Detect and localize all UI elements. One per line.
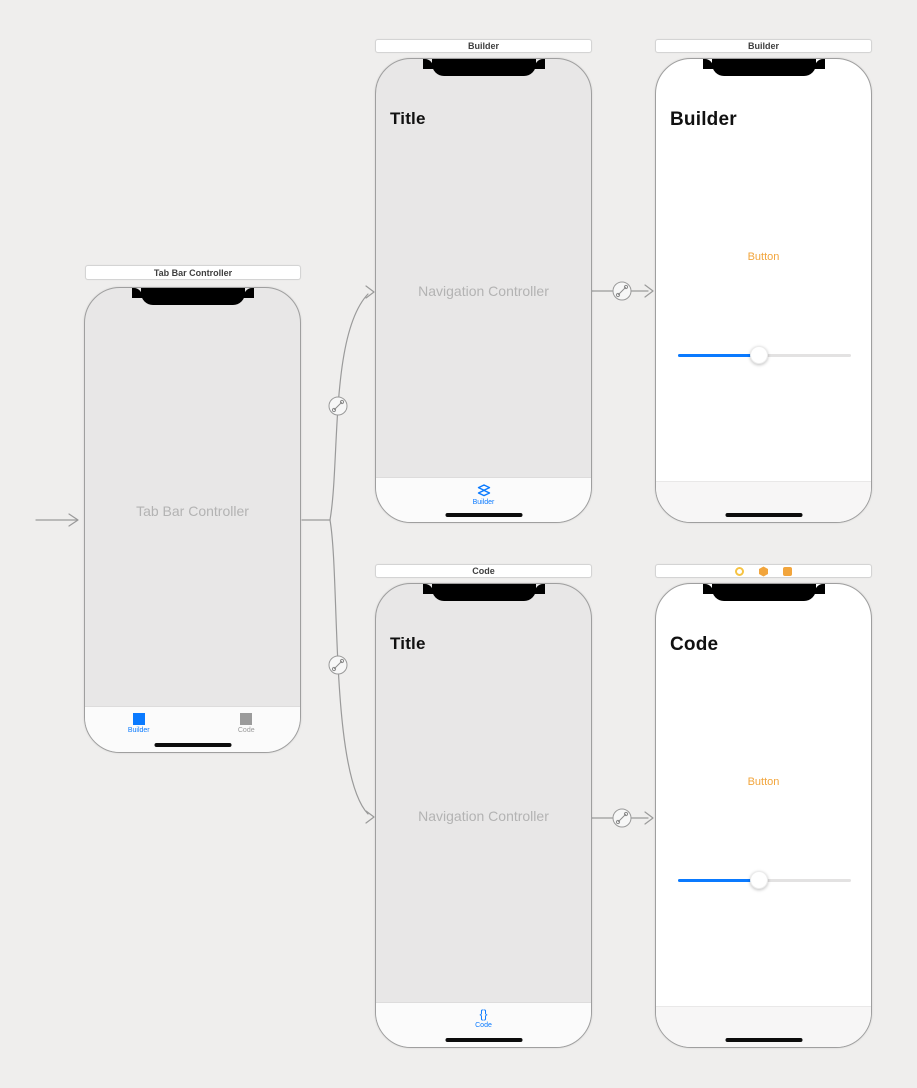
slider[interactable] (678, 871, 851, 889)
scene-title-vc-code[interactable] (655, 564, 872, 578)
tab-item-builder[interactable]: Builder (444, 484, 524, 506)
button[interactable]: Button (656, 251, 871, 263)
nav-bar-title: Title (390, 109, 426, 128)
segue-badge[interactable] (328, 396, 348, 416)
notch (702, 59, 825, 76)
code-tab-square-icon (240, 713, 253, 725)
slider-thumb[interactable] (750, 346, 769, 364)
code-view-controller-scene[interactable]: Code Button (655, 583, 872, 1048)
slider-fill (678, 879, 760, 882)
tab-item-label: Builder (127, 727, 150, 734)
button[interactable]: Button (656, 776, 871, 788)
navigation-controller-label: Navigation Controller (418, 807, 549, 824)
notch (702, 584, 825, 601)
home-indicator (445, 513, 522, 517)
builder-tab-square-icon (132, 713, 145, 725)
scene-title-label: Builder (747, 41, 779, 51)
notch (422, 59, 545, 76)
home-indicator (154, 743, 231, 747)
scene-title-label: Builder (467, 41, 499, 51)
slider[interactable] (678, 346, 851, 364)
segue-badge[interactable] (612, 281, 632, 301)
slider-thumb[interactable] (750, 871, 769, 889)
tab-bar-controller-label: Tab Bar Controller (136, 502, 249, 519)
segue-badge[interactable] (328, 655, 348, 675)
home-indicator (725, 513, 802, 517)
tab-item-label: Code (475, 1022, 492, 1029)
large-title: Code (670, 634, 719, 655)
scene-title-tab-bar-controller[interactable]: Tab Bar Controller (85, 265, 301, 280)
curly-braces-icon: {} (479, 1007, 488, 1021)
scene-title-label: Code (472, 566, 495, 576)
first-responder-icon[interactable] (758, 566, 769, 577)
tab-bar-controller-scene[interactable]: Tab Bar Controller Builder Code (84, 287, 301, 753)
segue-badge[interactable] (612, 808, 632, 828)
scene-title-vc-builder[interactable]: Builder (655, 39, 872, 53)
notch (422, 584, 545, 601)
scene-title-nav-code[interactable]: Code (375, 564, 592, 578)
scene-title-label: Tab Bar Controller (153, 267, 233, 278)
tab-item-code[interactable]: {} Code (444, 1007, 524, 1029)
view-controller-icon[interactable] (735, 566, 744, 576)
slider-fill (678, 354, 760, 357)
large-title: Builder (670, 109, 737, 130)
scene-title-nav-builder[interactable]: Builder (375, 39, 592, 53)
tab-item-label: Code (237, 727, 255, 734)
stacked-3d-boxes-icon (477, 484, 490, 497)
nav-bar-title: Title (390, 634, 426, 653)
home-indicator (445, 1038, 522, 1042)
tab-item-builder[interactable]: Builder (99, 713, 179, 734)
builder-view-controller-scene[interactable]: Builder Button (655, 58, 872, 523)
navigation-controller-label: Navigation Controller (418, 282, 549, 299)
home-indicator (725, 1038, 802, 1042)
exit-icon[interactable] (783, 566, 792, 576)
navigation-controller-code-scene[interactable]: Title Navigation Controller {} Code (375, 583, 592, 1048)
tab-item-code[interactable]: Code (206, 713, 286, 734)
navigation-controller-builder-scene[interactable]: Title Navigation Controller Builder (375, 58, 592, 523)
storyboard-entry-arrow (35, 513, 79, 527)
scene-dock (735, 566, 792, 577)
notch (131, 288, 254, 305)
tab-item-label: Builder (472, 499, 495, 506)
